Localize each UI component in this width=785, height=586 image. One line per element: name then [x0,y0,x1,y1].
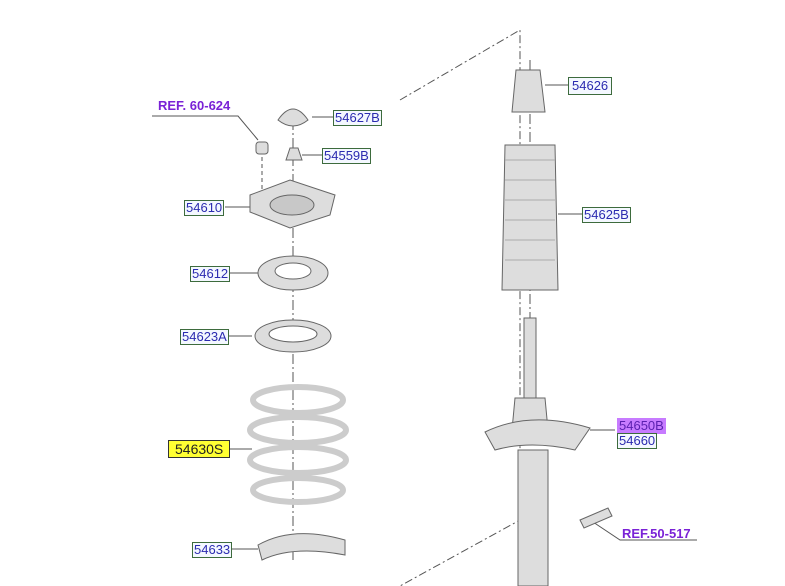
part-54630s [247,384,349,505]
label-54660[interactable]: 54660 [617,433,658,449]
group-outline [399,29,521,586]
ref-leader-1 [152,115,259,141]
label-54630s[interactable]: 54630S [168,440,231,458]
part-bolt [579,507,613,529]
label-54627b[interactable]: 54627B [333,110,382,126]
ref-leader-2 [589,519,697,541]
part-nut [255,141,269,155]
part-54625b [501,144,559,291]
label-54612[interactable]: 54612 [190,266,231,282]
label-54610[interactable]: 54610 [184,200,225,216]
label-54625b[interactable]: 54625B [582,207,631,223]
ref-60-624-link[interactable]: REF. 60-624 [158,98,231,113]
part-54559b [285,147,303,161]
label-54633[interactable]: 54633 [192,542,233,558]
part-54633 [257,533,346,561]
part-strut-tube [517,449,549,586]
label-54650b[interactable]: 54650B [617,418,666,434]
ref-50-517-link[interactable]: REF.50-517 [622,526,691,541]
label-54559b[interactable]: 54559B [322,148,371,164]
part-54627b [277,108,309,127]
part-54650b [484,419,591,451]
part-54626 [511,69,546,113]
label-54626[interactable]: 54626 [568,77,613,95]
part-piston-rod [523,317,537,399]
label-54623a[interactable]: 54623A [180,329,229,345]
